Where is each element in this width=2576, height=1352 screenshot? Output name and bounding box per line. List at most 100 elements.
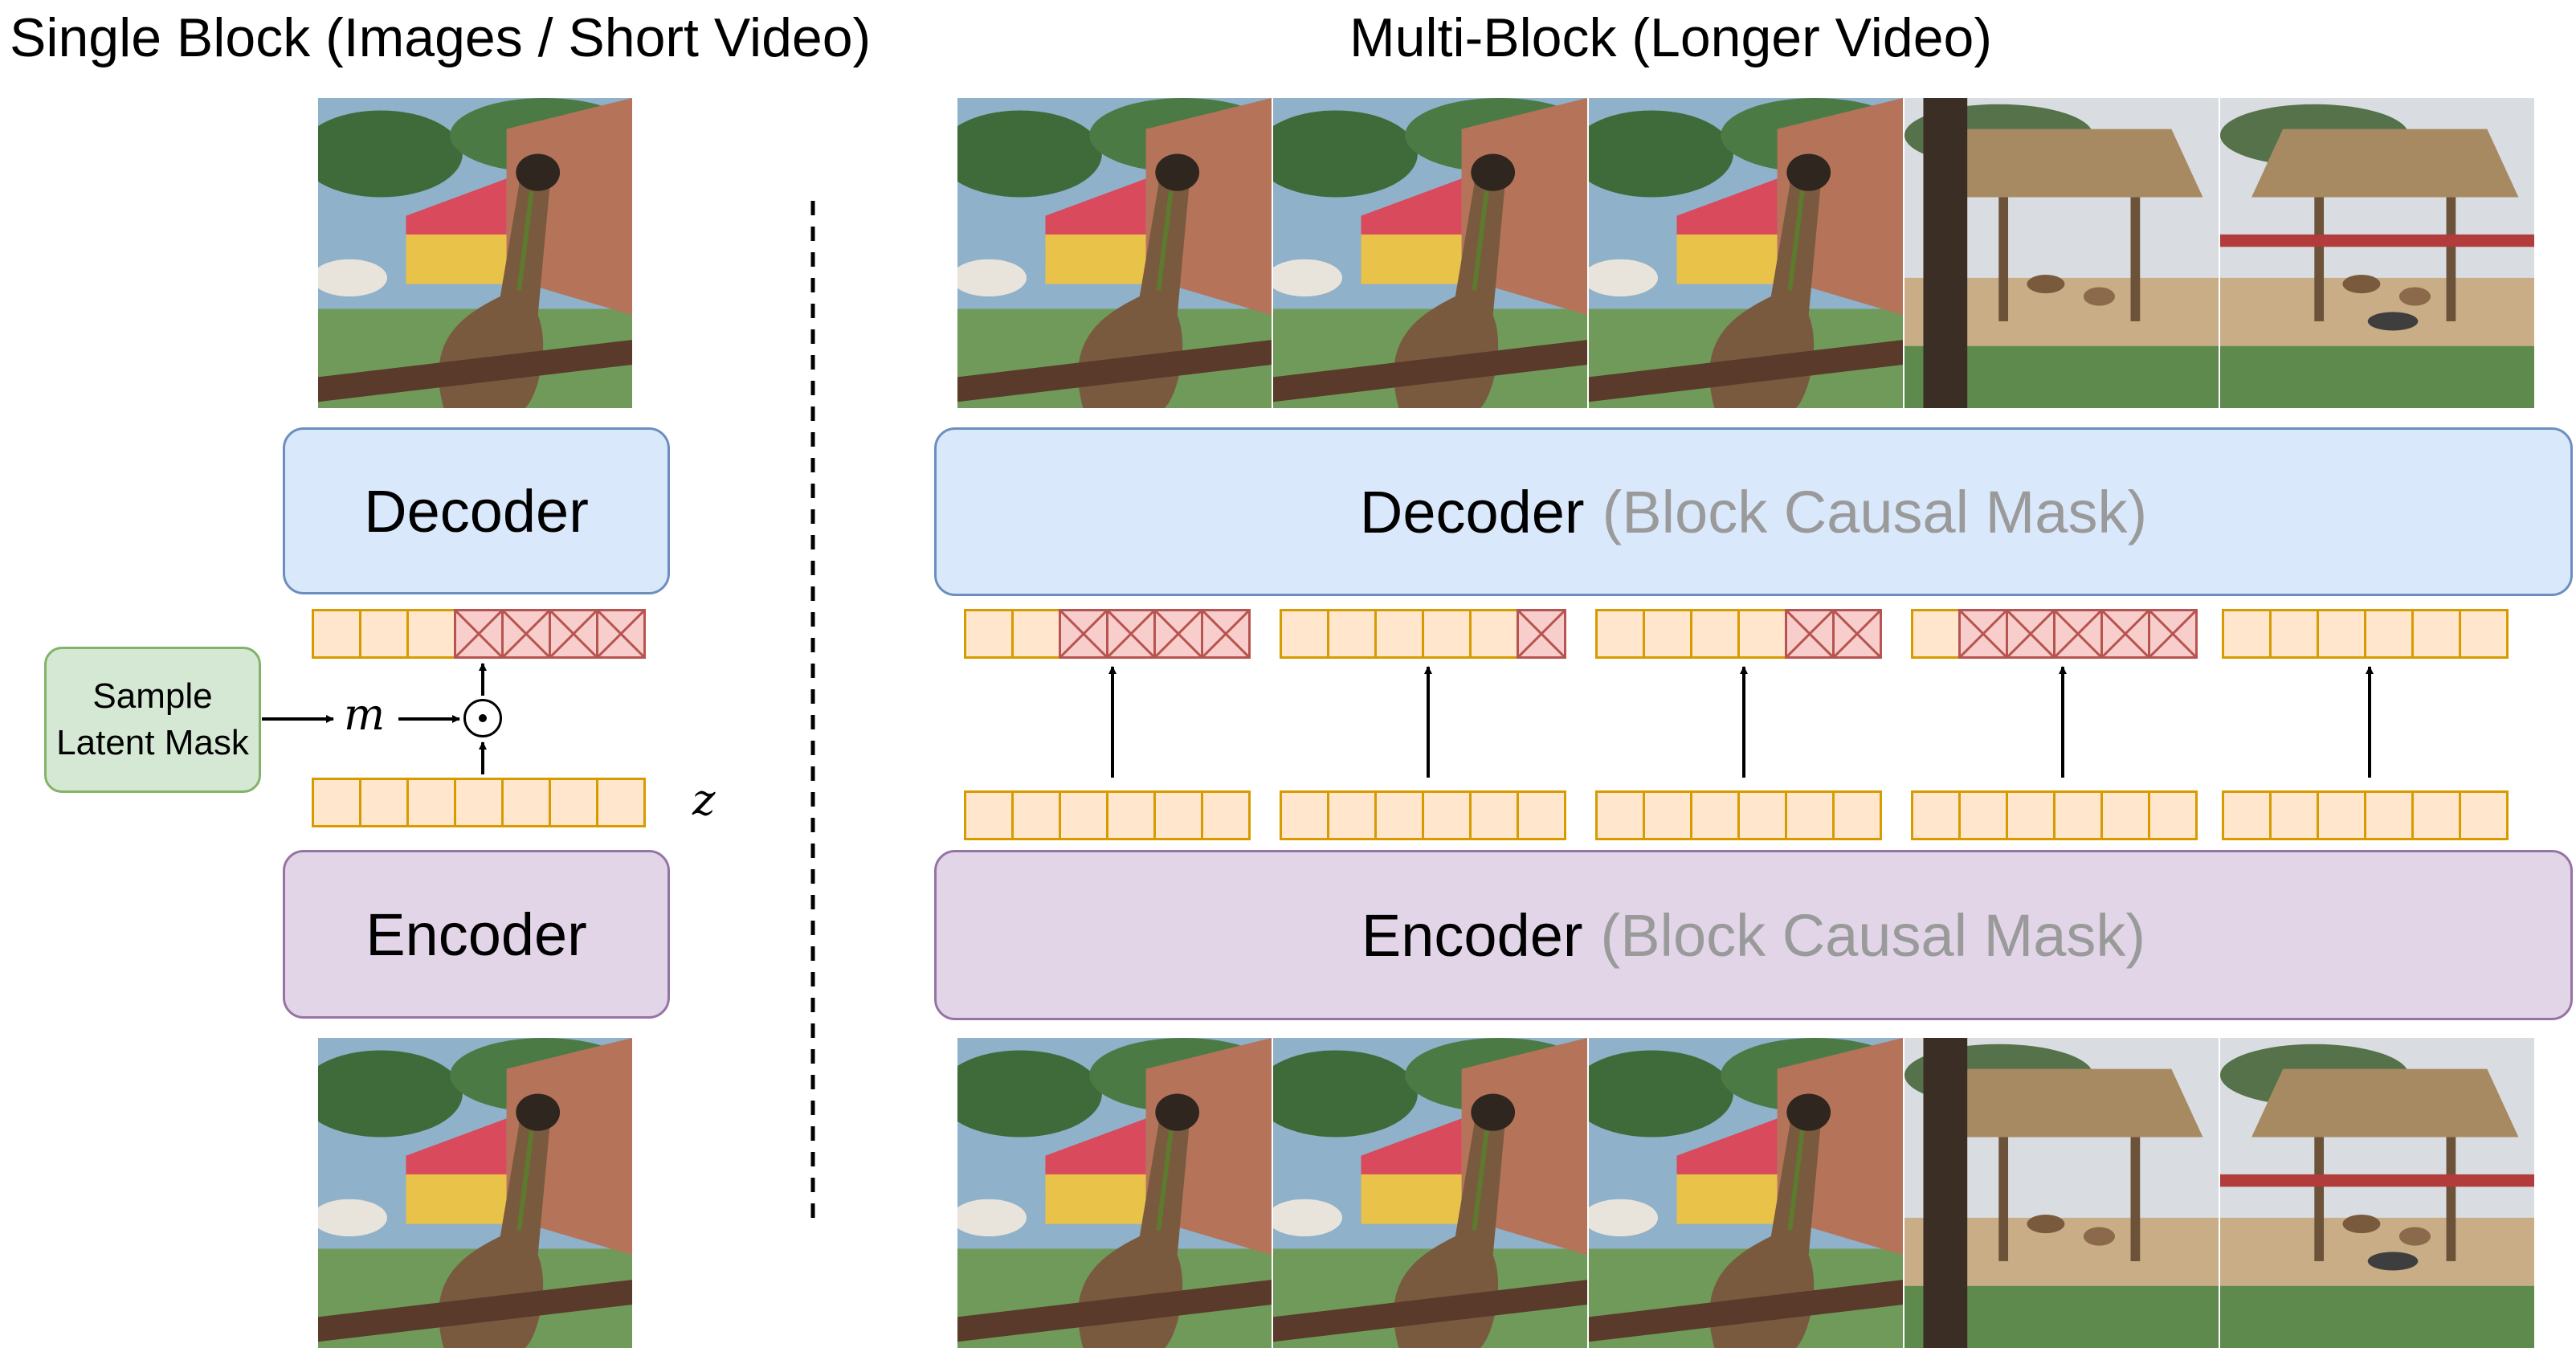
latent-cell	[1595, 609, 1645, 659]
masked-latent-cell	[2148, 609, 2198, 659]
multi-output-frame-5	[2220, 98, 2534, 408]
multi-latent-strip-5	[2222, 790, 2509, 840]
multi-output-frame-2	[1273, 98, 1587, 408]
latent-cell	[549, 778, 598, 827]
latent-cell	[2411, 609, 2461, 659]
latent-cell	[1059, 790, 1108, 840]
latent-cell	[1690, 790, 1740, 840]
masked-latent-cell	[454, 609, 504, 659]
masked-latent-cell	[1059, 609, 1108, 659]
frame-illustration	[2220, 98, 2534, 408]
elementwise-product-symbol	[463, 699, 502, 737]
multi-input-frame-3	[1589, 1038, 1903, 1348]
single-encoder-box: Encoder	[283, 850, 670, 1019]
latent-cell	[1911, 790, 1961, 840]
latent-cell	[406, 778, 456, 827]
single-decoder-box: Decoder	[283, 427, 670, 594]
latent-cell	[1643, 790, 1692, 840]
sample-latent-mask-line2: Latent Mask	[56, 723, 249, 762]
multi-decoder-box: Decoder (Block Causal Mask)	[934, 427, 2573, 596]
latent-cell	[1280, 790, 1329, 840]
masked-latent-cell	[2053, 609, 2103, 659]
multi-latent-strip-4	[1911, 790, 2198, 840]
frame-illustration	[1273, 1038, 1587, 1348]
latent-cell	[1327, 790, 1377, 840]
masked-latent-cell	[1832, 609, 1882, 659]
latent-cell	[2053, 790, 2103, 840]
latent-cell	[1011, 609, 1061, 659]
latent-cell	[1911, 609, 1961, 659]
latent-cell	[359, 778, 409, 827]
multi-decoder-label: Decoder	[1359, 478, 1585, 545]
multi-output-frame-4	[1904, 98, 2219, 408]
masked-latent-cell	[1958, 609, 2008, 659]
latent-cell	[1374, 609, 1424, 659]
latent-cell	[2364, 790, 2414, 840]
latent-cell	[1327, 609, 1377, 659]
latent-cell	[1469, 790, 1519, 840]
multi-input-frame-1	[957, 1038, 1272, 1348]
single-input-frame	[318, 1038, 632, 1348]
multi-input-frame-5	[2220, 1038, 2534, 1348]
latent-cell	[1469, 609, 1519, 659]
latent-cell	[312, 778, 361, 827]
latent-cell	[359, 609, 409, 659]
multi-masked-strip-5	[2222, 609, 2509, 659]
latent-cell	[312, 609, 361, 659]
masked-latent-cell	[2006, 609, 2055, 659]
mask-symbol: m	[344, 689, 386, 740]
latent-cell	[1106, 790, 1156, 840]
multi-masked-strip-2	[1280, 609, 1566, 659]
multi-input-frame-4	[1904, 1038, 2219, 1348]
frame-illustration	[2220, 1038, 2534, 1348]
multi-decoder-mask-note: (Block Causal Mask)	[1602, 478, 2148, 545]
multi-latent-strip-2	[1280, 790, 1566, 840]
masked-latent-cell	[549, 609, 598, 659]
latent-cell	[1422, 790, 1472, 840]
multi-output-frame-1	[957, 98, 1272, 408]
frame-illustration	[1904, 98, 2219, 408]
latent-cell	[1422, 609, 1472, 659]
latent-cell	[964, 790, 1014, 840]
latent-cell	[1153, 790, 1203, 840]
latent-cell	[1201, 790, 1251, 840]
latent-cell	[2269, 790, 2319, 840]
single-output-frame	[318, 98, 632, 408]
latent-cell	[2459, 790, 2509, 840]
masked-latent-cell	[1201, 609, 1251, 659]
frame-illustration	[957, 1038, 1272, 1348]
masked-latent-cell	[1106, 609, 1156, 659]
multi-encoder-label: Encoder	[1361, 901, 1583, 969]
single-decoder-label: Decoder	[364, 477, 589, 545]
latent-cell	[1737, 790, 1787, 840]
frame-illustration	[1589, 1038, 1903, 1348]
sample-latent-mask-line1: Sample	[92, 676, 213, 716]
latent-cell	[964, 609, 1014, 659]
multi-latent-strip-3	[1595, 790, 1882, 840]
frame-illustration	[957, 98, 1272, 408]
multi-encoder-mask-note: (Block Causal Mask)	[1600, 901, 2146, 969]
latent-cell	[2222, 790, 2272, 840]
latent-cell	[1832, 790, 1882, 840]
latent-cell	[1374, 790, 1424, 840]
latent-cell	[2317, 790, 2366, 840]
single-encoder-label: Encoder	[365, 901, 587, 968]
frame-illustration	[1589, 98, 1903, 408]
multi-masked-strip-4	[1911, 609, 2198, 659]
multi-masked-strip-1	[964, 609, 1251, 659]
latent-cell	[2459, 609, 2509, 659]
masked-latent-cell	[1517, 609, 1566, 659]
multi-block-title: Multi-Block (Longer Video)	[1349, 7, 1992, 68]
latent-cell	[2317, 609, 2366, 659]
latent-cell	[2269, 609, 2319, 659]
latent-cell	[1280, 609, 1329, 659]
masked-latent-cell	[1785, 609, 1835, 659]
multi-masked-strip-3	[1595, 609, 1882, 659]
latent-cell	[596, 778, 646, 827]
latent-cell	[1690, 609, 1740, 659]
latent-cell	[2006, 790, 2055, 840]
multi-encoder-box: Encoder (Block Causal Mask)	[934, 850, 2573, 1020]
latent-symbol: z	[692, 774, 716, 825]
latent-cell	[406, 609, 456, 659]
masked-latent-cell	[1153, 609, 1203, 659]
